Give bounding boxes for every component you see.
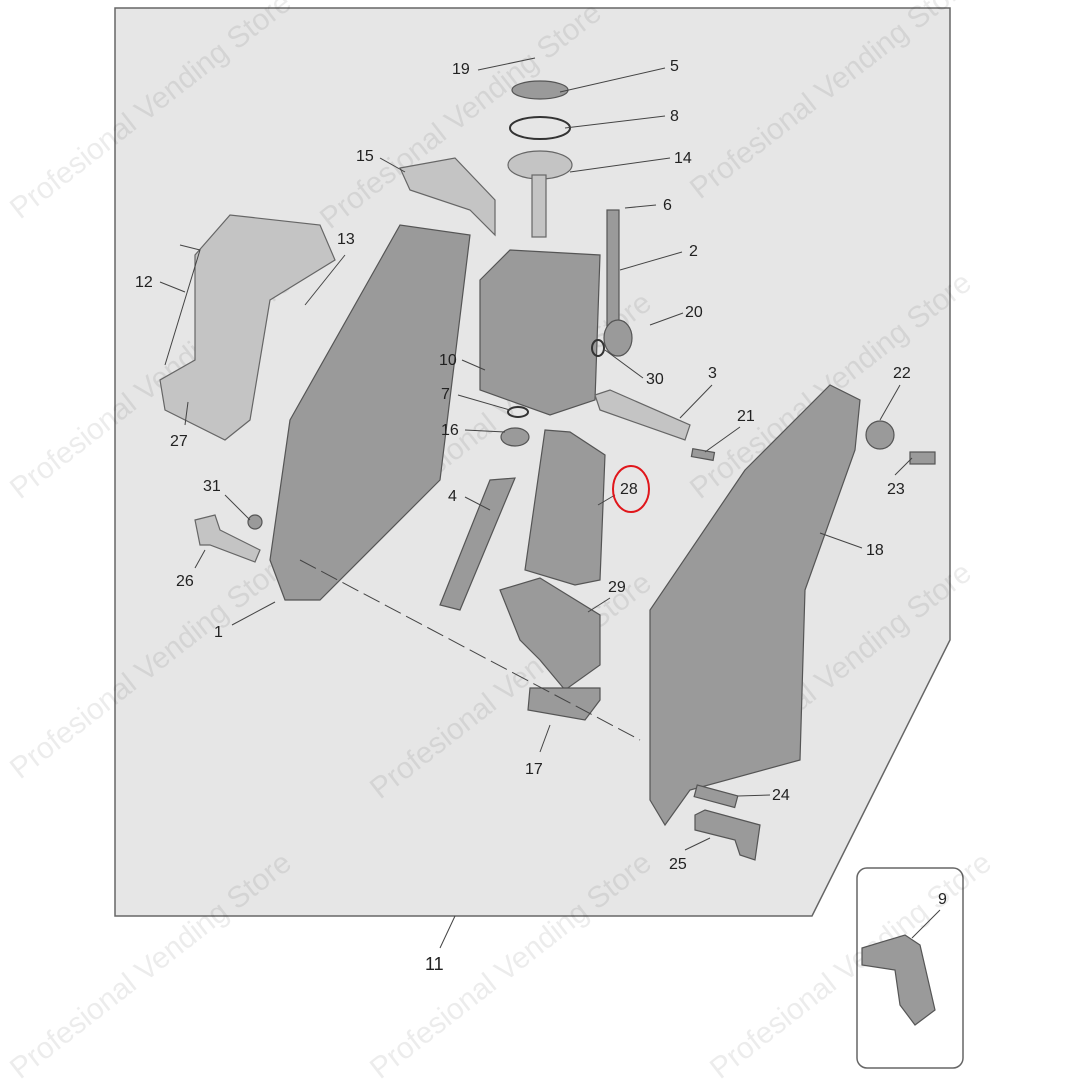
part-14-shaft [531, 174, 547, 238]
label-19: 19 [452, 61, 470, 78]
label-11: 11 [425, 954, 444, 974]
label-24: 24 [772, 787, 790, 804]
label-5: 5 [670, 58, 679, 75]
part-15-bracket [399, 157, 496, 237]
label-1: 1 [214, 624, 223, 641]
part-5-disc [511, 80, 569, 100]
label-28: 28 [620, 481, 638, 498]
label-29: 29 [608, 579, 626, 596]
label-17: 17 [525, 761, 543, 778]
part-30-clip [591, 339, 605, 357]
part-13-frame [159, 214, 336, 441]
label-8: 8 [670, 108, 679, 125]
part-24-bolt [693, 784, 739, 809]
label-3: 3 [708, 365, 717, 382]
label-20: 20 [685, 304, 703, 321]
parts [159, 80, 936, 1026]
part-7-ring [507, 406, 529, 418]
label-14: 14 [674, 150, 692, 167]
part-23-screw [909, 451, 936, 465]
label-16: 16 [441, 422, 459, 439]
label-31: 31 [203, 478, 221, 495]
part-21-pin [690, 447, 716, 462]
label-2: 2 [689, 243, 698, 260]
highlight-circle-28 [612, 465, 650, 513]
part-17-clip [527, 687, 601, 721]
part-18-side-plate [649, 384, 861, 827]
part-labels: 19 5 8 15 14 6 13 2 12 20 10 30 3 22 7 2… [135, 58, 947, 974]
part-12-wire [164, 244, 201, 366]
part-22-bushing [865, 420, 895, 450]
part-4-rack [439, 477, 516, 611]
label-6: 6 [663, 197, 672, 214]
label-26: 26 [176, 573, 194, 590]
part-2-shaft [606, 209, 620, 331]
label-27: 27 [170, 433, 188, 450]
part-31-nut [247, 514, 263, 530]
label-12: 12 [135, 274, 153, 291]
part-16-cap [500, 427, 530, 447]
part-3-lever [594, 389, 691, 441]
part-10-housing [479, 249, 601, 416]
label-13: 13 [337, 231, 355, 248]
label-18: 18 [866, 542, 884, 559]
part-26-pin [194, 514, 261, 563]
part-8-oring [509, 116, 571, 140]
part-2-flange [603, 319, 633, 357]
assembly-axis [299, 559, 641, 741]
part-25-arm [694, 809, 761, 861]
part-29-crank [499, 577, 601, 691]
leader-lines [159, 57, 941, 949]
part-1-main-plate [269, 224, 471, 601]
label-9: 9 [938, 891, 947, 908]
label-30: 30 [646, 371, 664, 388]
label-4: 4 [448, 488, 457, 505]
label-7: 7 [441, 386, 450, 403]
label-25: 25 [669, 856, 687, 873]
label-21: 21 [737, 408, 755, 425]
label-10: 10 [439, 352, 457, 369]
part-28-slider [524, 429, 606, 586]
label-22: 22 [893, 365, 911, 382]
label-23: 23 [887, 481, 905, 498]
label-15: 15 [356, 148, 374, 165]
part-9-bracket [861, 934, 936, 1026]
